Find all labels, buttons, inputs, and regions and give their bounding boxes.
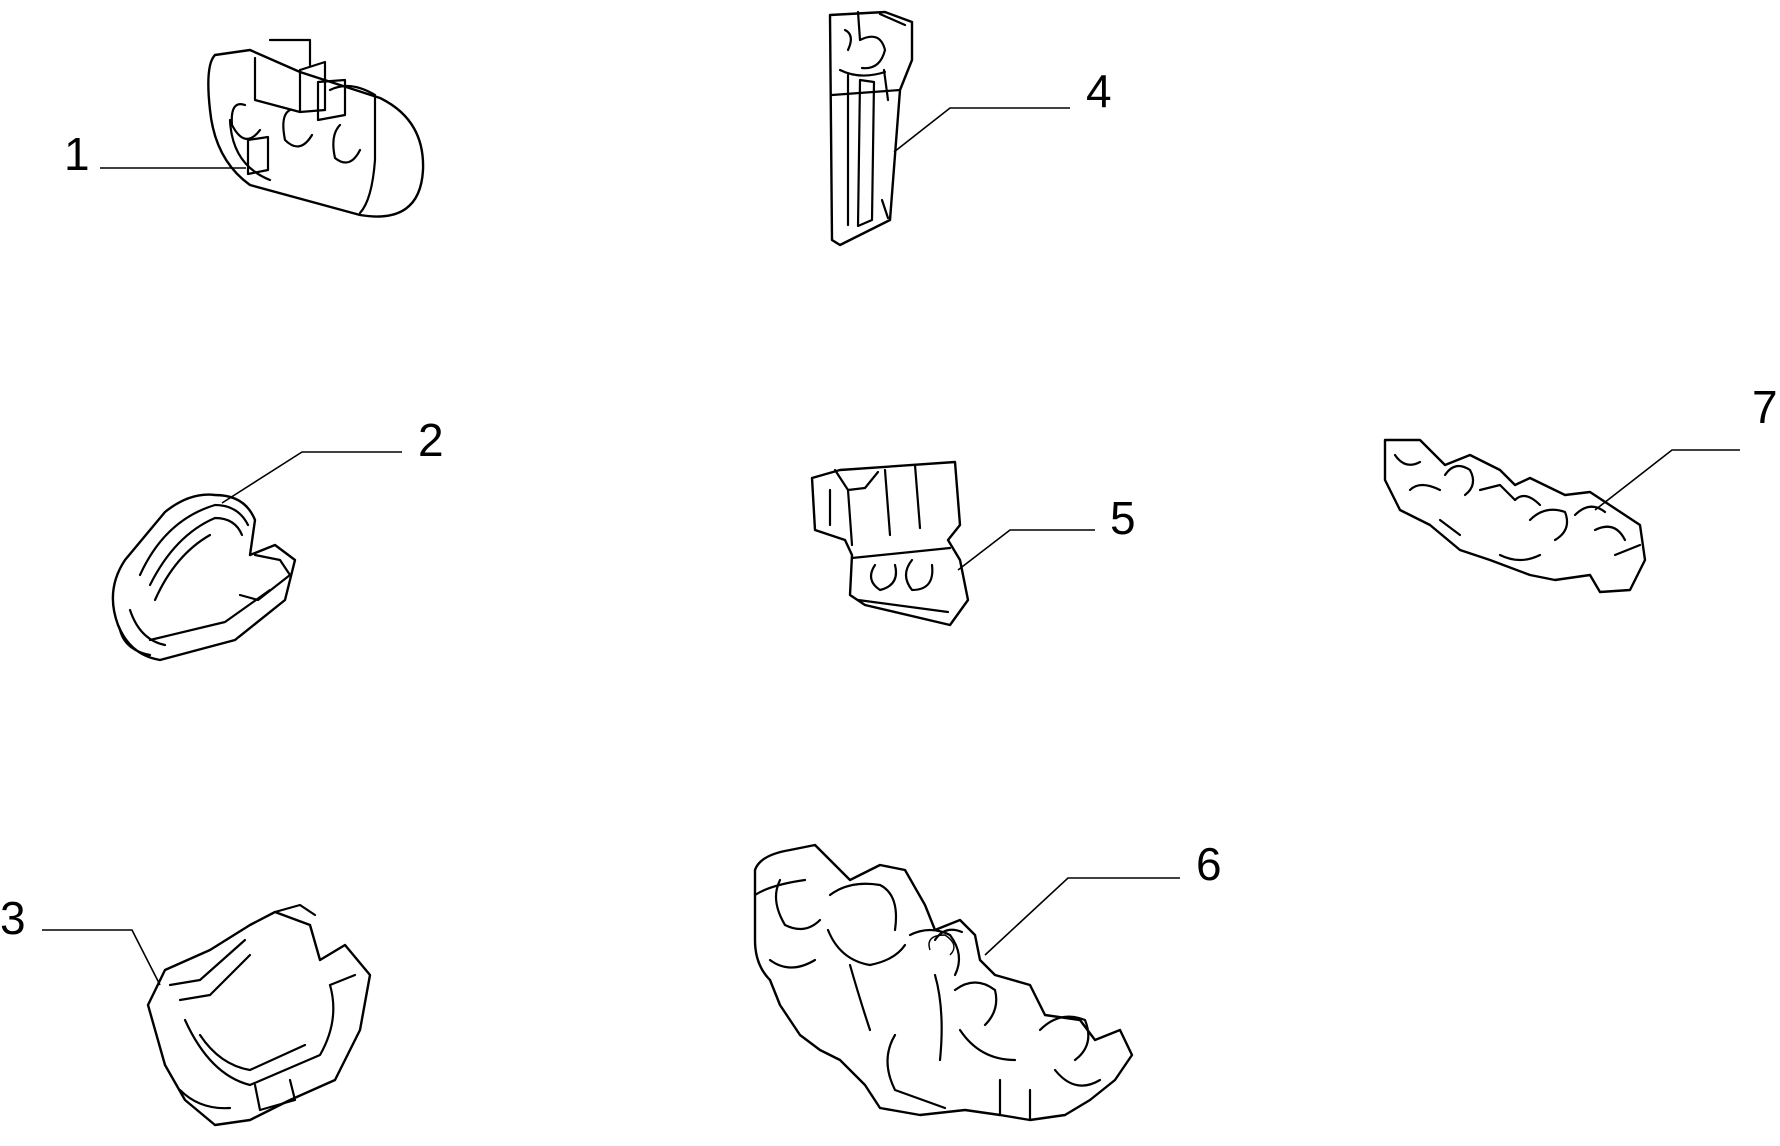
part-3-holder-clip xyxy=(146,903,372,1127)
leader-5 xyxy=(957,529,1095,571)
part-1-triple-clip xyxy=(207,38,425,218)
callout-4: 4 xyxy=(1086,65,1112,117)
callout-5: 5 xyxy=(1110,492,1136,544)
callout-6: 6 xyxy=(1196,838,1222,890)
part-5-holder xyxy=(810,460,970,627)
callout-1: 1 xyxy=(64,128,90,180)
callout-7: 7 xyxy=(1752,381,1778,433)
leader-7 xyxy=(1594,449,1740,511)
part-2-loop-clip xyxy=(111,493,297,662)
callout-3: 3 xyxy=(0,892,26,944)
leader-2 xyxy=(221,451,402,504)
leader-6 xyxy=(984,877,1180,956)
part-7-multi-clip xyxy=(1383,438,1647,594)
part-6-pipe-bracket xyxy=(753,843,1134,1122)
leader-3 xyxy=(42,929,161,986)
part-4-strap-clip xyxy=(828,10,914,247)
leader-4 xyxy=(893,107,1070,153)
callout-2: 2 xyxy=(418,414,444,466)
